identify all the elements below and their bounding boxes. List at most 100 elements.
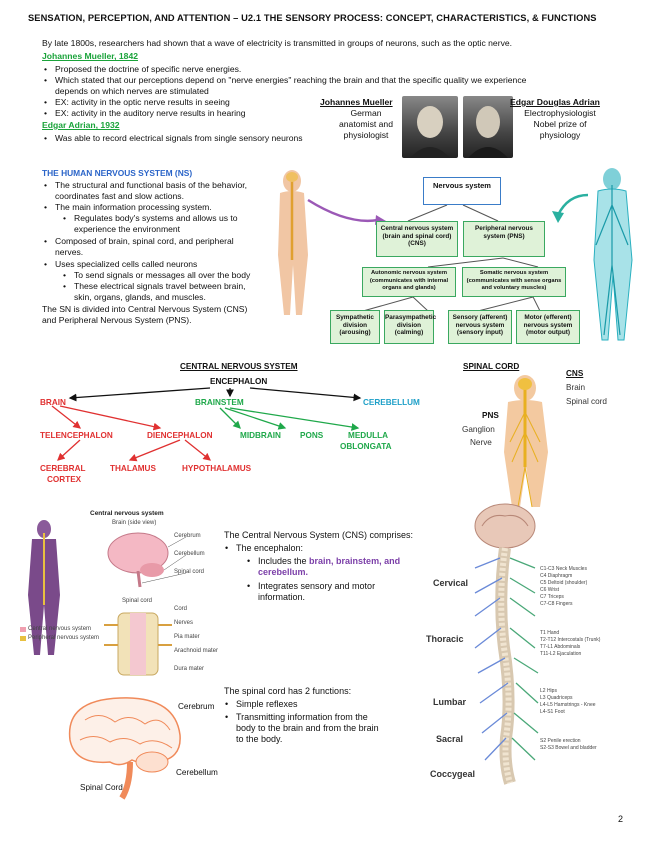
spine-row-4: C6 Wrist [540,587,560,593]
flow-cns-box: Central nervous system (brain and spinal… [376,221,458,257]
cns-text-highlight: brain, brainstem, and [309,556,401,566]
spinal-text-bullet-2-cont2: to the body. [236,734,283,744]
small-diagram-title: Central nervous system [90,510,164,517]
brainstem-label: BRAINSTEM [195,398,244,407]
spinal-fig-ganglion: Ganglion [462,425,495,434]
small-diagram-arachnoid: Arachnoid mater [174,648,219,654]
spine-row-11: L2 Hips [540,688,557,694]
ns-bullet-4-sub-2: These electrical signals travel between … [63,281,245,292]
spinal-text-bullet-1: Simple reflexes [225,699,297,710]
small-diagram-cerebellum: Cerebellum [174,551,205,557]
pons-label: PONS [300,431,324,440]
flow-parasympathetic-box: Parasympathetic division (calming) [384,310,436,344]
spine-row-14: L4-S1 Foot [540,709,565,715]
ns-bullet-4: Uses specialized cells called neurons [44,259,197,270]
adrian-heading: Edgar Adrian, 1932 [42,120,120,130]
mueller-role-1: German [350,108,382,118]
telencephalon-label: TELENCEPHALON [40,431,113,440]
flow-sympathetic-box: Sympathetic division (arousing) [330,310,380,344]
brain-outline-figure [68,697,181,800]
small-diagram-nerves: Nerves [174,620,194,626]
spinal-fig-brain: Brain [566,383,586,392]
mueller-bullet-2-cont: depends on which nerves are stimulated [55,86,209,96]
small-cns-diagram [20,520,187,676]
spine-row-12: L3 Quadriceps [540,695,573,701]
body-figure-left [278,170,308,315]
cns-text-line: The Central Nervous System (CNS) compris… [224,530,414,540]
adrian-portrait [463,96,513,158]
spine-row-15: S2 Penile erection [540,738,581,744]
ns-bullet-4-sub-2-cont: skin, organs, glands, and muscles. [74,292,206,302]
mueller-portrait [402,96,458,158]
ns-bullet-3-cont: nerves. [55,247,84,257]
cns-text-sub-2-cont: information. [258,592,306,602]
ns-bullet-3: Composed of brain, spinal cord, and peri… [44,236,234,247]
spine-row-5: C7 Triceps [540,594,564,600]
small-diagram-dura: Dura mater [174,666,205,672]
ns-closing-1: The SN is divided into Central Nervous S… [42,304,248,314]
mueller-role-2: anatomist and [339,119,393,129]
spine-coccygeal: Coccygeal [430,769,476,779]
flow-somatic-box: Somatic nervous system (communicates wit… [462,267,566,297]
small-diagram-legend-cns: Central nervous system [28,626,92,632]
nervous-system-flowchart-graphics [278,168,633,341]
spine-row-16: S2-S3 Bowel and bladder [540,745,597,751]
spinal-text-line: The spinal cord has 2 functions: [224,686,352,696]
spine-row-3: C5 Deltoid (shoulder) [540,580,588,586]
cns-text-sub-1: Includes the brain, brainstem, and [247,556,401,567]
cerebellum-label: CEREBELLUM [363,398,420,407]
flow-motor-box: Motor (efferent) nervous system (motor o… [516,310,580,344]
encephalon-label: ENCEPHALON [210,377,268,386]
spine-cervical: Cervical [433,578,469,588]
thalamus-label: THALAMUS [110,464,156,473]
spine-row-1: C1-C3 Neck Muscles [540,566,587,572]
mueller-heading: Johannes Mueller, 1842 [42,51,139,61]
spine-sacral: Sacral [436,734,464,744]
mueller-bullet-1: Proposed the doctrine of specific nerve … [44,64,615,75]
mueller-role-3: physiologist [343,130,389,140]
mueller-bullet-2: Which stated that our perceptions depend… [44,75,635,86]
spine-row-2: C4 Diaphragm [540,573,573,579]
ns-bullet-1: The structural and functional basis of t… [44,180,247,191]
spine-row-8: T2-T12 Intercostals (Trunk) [540,637,601,643]
page-number: 2 [618,814,624,824]
spine-row-7: T1 Hand [540,630,560,636]
brain-fig-cerebrum: Cerebrum [178,702,215,711]
spinal-fig-heading: SPINAL CORD [463,362,520,371]
mueller-bullet-3: EX: activity in the optic nerve results … [44,97,230,108]
adrian-name: Edgar Douglas Adrian [510,97,600,107]
spinal-fig-spinal-cord: Spinal cord [566,397,607,406]
cns-text-bullet: The encephalon: [225,543,303,554]
spine-row-6: C7-C8 Fingers [540,601,573,607]
small-diagram-pia: Pia mater [174,634,200,640]
spinal-text-bullet-2: Transmitting information from the [225,712,368,723]
diencephalon-label: DIENCEPHALON [147,431,213,440]
spine-row-10: T11-L2 Ejaculation [540,651,582,657]
small-diagram-cerebrum: Cerebrum [174,533,201,539]
mueller-bullet-4: EX: activity in the auditory nerve resul… [44,108,246,119]
ns-closing-2: and Peripheral Nervous System (PNS). [42,315,192,325]
ns-bullet-2-sub: Regulates body's systems and allows us t… [63,213,238,224]
intro-line: By late 1800s, researchers had shown tha… [42,38,513,48]
spinal-fig-nerve: Nerve [470,438,492,447]
small-diagram-spinal-cord: Spinal cord [174,569,205,575]
medulla-label: MEDULLA [348,431,389,440]
spine-row-13: L4-L5 Hamstrings - Knee [540,702,596,708]
spinal-fig-cns: CNS [566,369,584,378]
cns-tree-heading: CENTRAL NERVOUS SYSTEM [180,362,298,371]
small-diagram-spinal-cord-2: Spinal cord [122,598,153,604]
adrian-bullet-1: Was able to record electrical signals fr… [44,133,303,144]
cortex-label: CORTEX [47,475,82,484]
spinal-text-bullet-2-cont: body to the brain and from the brain [236,723,379,733]
brain-fig-spinal-cord: Spinal Cord [80,783,123,792]
hypothalamus-label: HYPOTHALAMUS [182,464,252,473]
adrian-role-2: Nobel prize of [533,119,587,129]
spine-thoracic: Thoracic [426,634,464,644]
adrian-role-1: Electrophysiologist [524,108,596,118]
spine-row-9: T7-L1 Abdominals [540,644,581,650]
ns-bullet-1-cont: coordinates fast and slow actions. [55,191,184,201]
spine-figure [474,503,539,785]
small-diagram-brain-side: Brain (side view) [112,520,157,526]
flow-sensory-box: Sensory (afferent) nervous system (senso… [448,310,512,344]
small-diagram-cord: Cord [174,606,188,612]
